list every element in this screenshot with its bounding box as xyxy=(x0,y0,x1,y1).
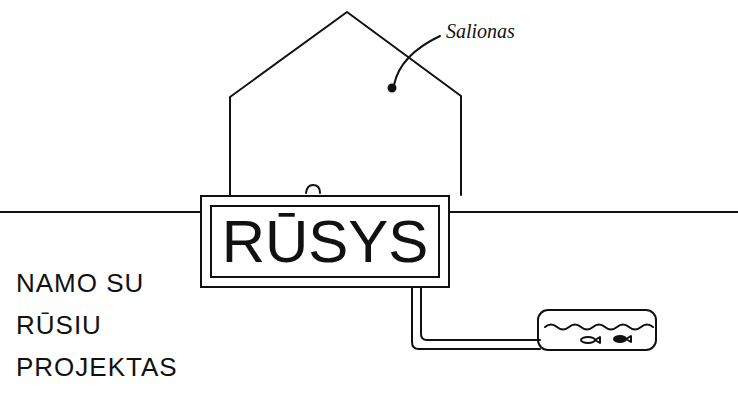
pipe xyxy=(412,288,540,349)
title: NAMO SU RŪSIU PROJEKTAS xyxy=(16,262,206,388)
leader-line xyxy=(394,36,440,85)
water xyxy=(545,325,653,330)
basement-box: RŪSYS xyxy=(200,195,451,288)
pipe xyxy=(421,288,540,340)
house-outline xyxy=(230,12,461,195)
room-name: RŪSYS xyxy=(222,212,429,272)
callout-label: Salionas xyxy=(446,20,515,43)
fish xyxy=(614,336,626,342)
fish xyxy=(581,337,595,343)
fish xyxy=(595,336,631,343)
hatch xyxy=(306,185,320,193)
tank xyxy=(538,310,656,350)
